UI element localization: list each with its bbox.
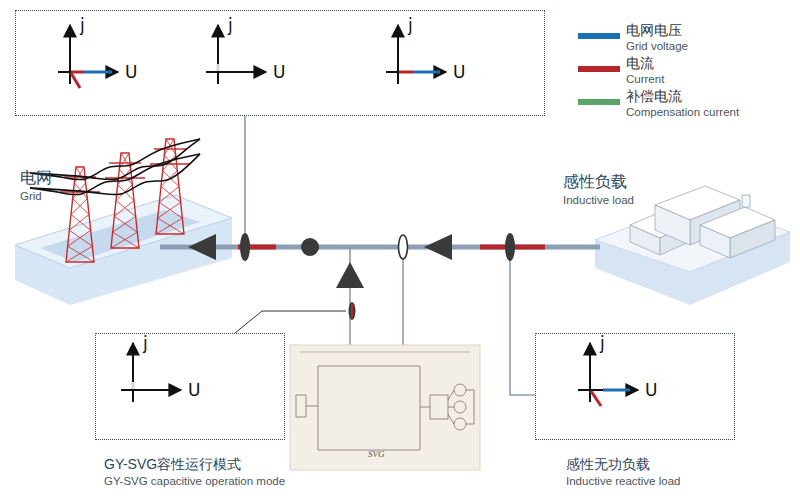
imaginary-axis-label: j xyxy=(80,15,85,35)
legend-subtext: Compensation current xyxy=(626,106,739,118)
legend-text: 补偿电流 xyxy=(626,88,682,106)
legend-subtext: Current xyxy=(626,73,664,85)
voltage-axis-label: U xyxy=(125,62,137,82)
imaginary-axis-label: j xyxy=(408,15,413,35)
caption: 感性无功负载 xyxy=(566,456,650,474)
legend-subtext: Grid voltage xyxy=(626,40,688,52)
legend-swatch xyxy=(578,33,620,39)
voltage-axis-label: U xyxy=(645,380,657,400)
voltage-axis-label: U xyxy=(188,380,200,400)
voltage-axis-label: U xyxy=(273,62,285,82)
legend-swatch xyxy=(578,66,620,72)
grid-subtitle: Grid xyxy=(20,190,42,202)
phasor-panel: jUGY-SVG容性运行模式GY-SVG capacitive operatio… xyxy=(95,333,285,440)
imaginary-axis-label: j xyxy=(143,333,148,353)
schematic-label: SVG xyxy=(368,449,385,459)
caption: GY-SVG容性运行模式 xyxy=(104,456,241,474)
legend-text: 电网电压 xyxy=(626,22,682,40)
phasor-panel: jU感性无功负载Inductive reactive load xyxy=(535,333,735,440)
svg-schematic: SVG xyxy=(290,345,480,470)
legend-swatch xyxy=(578,99,620,105)
load-subtitle: Inductive load xyxy=(563,194,634,206)
imaginary-axis-label: j xyxy=(600,333,605,353)
load-title: 感性负载 xyxy=(563,172,627,193)
phasor-panel: jUjUjU xyxy=(15,10,545,116)
imaginary-axis-label: j xyxy=(228,15,233,35)
grid-title: 电网 xyxy=(20,168,52,189)
voltage-axis-label: U xyxy=(453,62,465,82)
caption: GY-SVG capacitive operation mode xyxy=(104,475,285,487)
caption: Inductive reactive load xyxy=(566,475,680,487)
legend-text: 电流 xyxy=(626,55,654,73)
